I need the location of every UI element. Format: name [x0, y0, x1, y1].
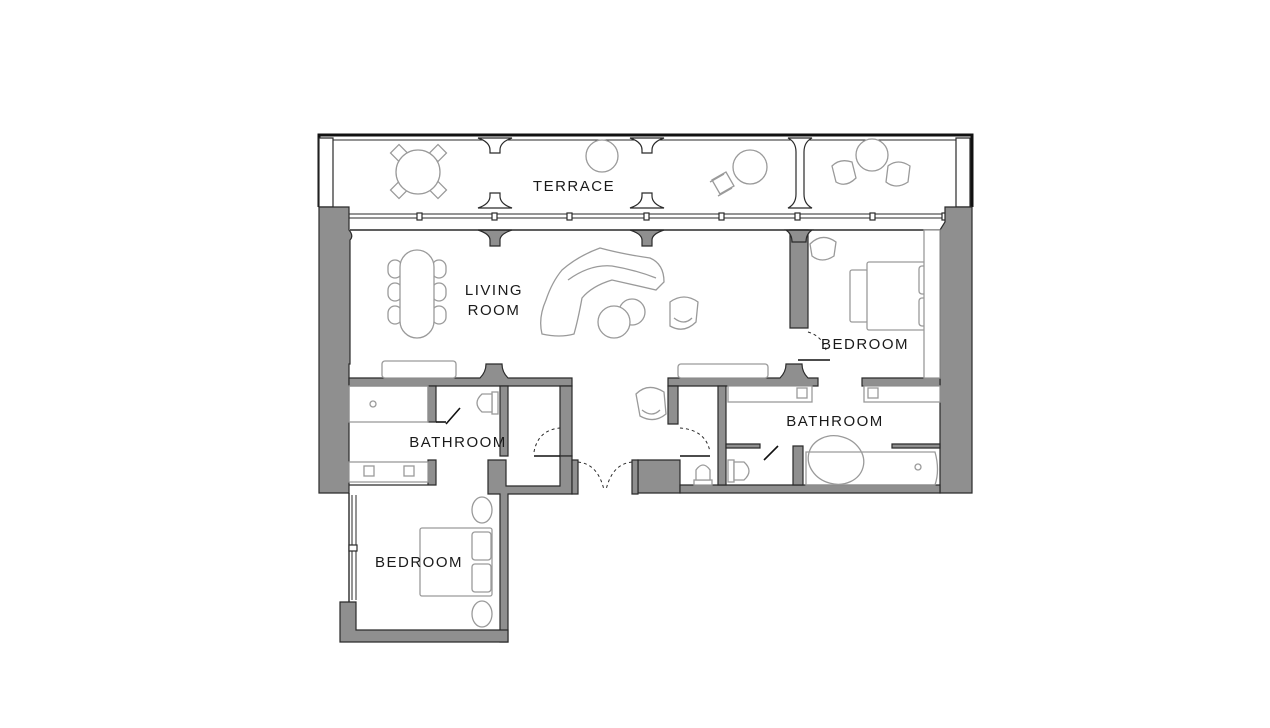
shower-left: [348, 385, 429, 423]
nightstand-bottom: [471, 600, 493, 628]
sideboard-right: [677, 363, 769, 379]
wardrobe-right: [923, 229, 941, 379]
bathroom-right-label: BATHROOM: [786, 413, 884, 430]
terrace-label: TERRACE: [533, 178, 615, 195]
terrace-dining-set: [389, 143, 448, 200]
shower-drain-left: [369, 400, 377, 408]
toilet-hall: [693, 464, 713, 486]
door-swing-hall-right: [679, 427, 711, 453]
glazing-line: [339, 212, 948, 221]
chair-bedroom-right: [809, 236, 837, 261]
vanity-right-2: [863, 385, 941, 403]
walls: [318, 206, 973, 643]
entry-door-swing-right: [605, 461, 633, 491]
bedroom-left-label: BEDROOM: [375, 554, 463, 571]
shower-drain: [914, 463, 922, 471]
terrace-area: TERRACE: [317, 133, 974, 221]
bedroom-left: BEDROOM: [375, 496, 493, 628]
dining-table: [387, 249, 447, 339]
door-leaf-bath-left: [445, 407, 461, 425]
terrace-bistro-set: [831, 138, 911, 187]
vanity-left: [348, 461, 429, 483]
bathtub-oval: [807, 435, 865, 485]
bathroom-left: BATHROOM: [348, 385, 507, 483]
armchair-hall: [635, 386, 667, 421]
sectional-sofa: [540, 247, 665, 337]
sink-right-2: [867, 387, 879, 399]
bathroom-right: BATHROOM: [727, 385, 941, 486]
double-bed-left: [419, 527, 493, 597]
terrace-round-table: [585, 139, 619, 173]
entry-door-swing-left: [577, 461, 605, 491]
bathroom-left-label: BATHROOM: [409, 434, 507, 451]
living-room-label-line1: LIVING: [465, 282, 523, 299]
living-room: LIVING ROOM: [381, 247, 769, 421]
door-swing-hall-left: [533, 427, 561, 453]
door-swing-bedroom: [807, 331, 827, 351]
toilet-left: [476, 391, 499, 415]
nightstand-top: [471, 496, 493, 524]
entry-doors: [533, 427, 713, 491]
sink-right-1: [796, 387, 808, 399]
living-room-label-line2: ROOM: [468, 302, 521, 319]
sink-left-1: [363, 465, 375, 477]
sideboard-left: [381, 360, 457, 379]
coffee-tables: [597, 298, 646, 339]
vanity-right-1: [727, 385, 813, 403]
terrace-piers: [318, 137, 971, 209]
armchair-living: [669, 296, 699, 330]
toilet-right: [727, 459, 750, 483]
tub-area: [805, 451, 939, 486]
bedroom-right: BEDROOM: [798, 229, 941, 379]
terrace-lounge-set: [709, 149, 768, 197]
bedroom-right-label: BEDROOM: [821, 336, 909, 353]
sink-left-2: [403, 465, 415, 477]
door-leaf-bath-right: [763, 445, 779, 461]
